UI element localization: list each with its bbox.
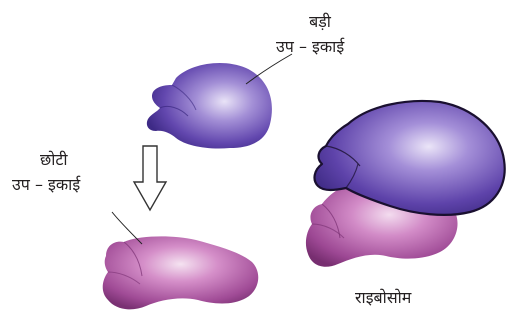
- large-subunit: [147, 63, 272, 148]
- small-subunit-label-line2: उप – इकाई: [12, 175, 80, 195]
- large-subunit-leader-line: [246, 54, 292, 84]
- large-subunit-label-line1: बड़ी: [300, 12, 340, 32]
- small-subunit-label-line1: छोटी: [40, 150, 68, 170]
- assembled-ribosome: [306, 101, 505, 267]
- down-arrow-icon: [134, 146, 166, 210]
- small-subunit: [103, 236, 259, 309]
- large-subunit-label-line2: उप – इकाई: [276, 37, 344, 57]
- ribosome-label: राइबोसोम: [355, 288, 411, 308]
- small-subunit-leader-line: [112, 212, 142, 244]
